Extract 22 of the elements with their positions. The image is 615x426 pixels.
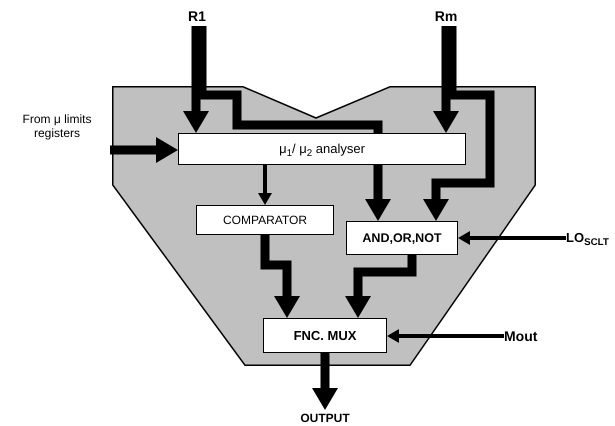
process-box: μ$_{1}$/ μ$_{2}$ analyser: [178, 133, 466, 165]
arrow: [260, 235, 300, 318]
arrow: [387, 329, 504, 343]
signal-label: OUTPUT: [286, 410, 364, 426]
arrow: [365, 165, 391, 221]
process-box: AND,OR,NOT: [346, 221, 458, 255]
signal-label: LO$_{SCLT}$: [566, 226, 615, 250]
process-box: FNC. MUX: [263, 318, 387, 353]
arrow: [423, 26, 494, 221]
arrow: [258, 165, 272, 205]
arrow: [183, 26, 209, 133]
arrow: [110, 137, 178, 163]
arrow: [433, 26, 459, 133]
signal-label: R1: [180, 6, 214, 26]
signal-label: Rm: [428, 6, 464, 26]
arrow: [458, 231, 566, 245]
arrow: [345, 255, 416, 318]
process-box: COMPARATOR: [196, 205, 334, 235]
module-panel: [112, 86, 536, 366]
arrow: [312, 353, 338, 410]
signal-label: Mout: [504, 325, 554, 347]
input-label: From μ limits registers: [4, 112, 110, 156]
